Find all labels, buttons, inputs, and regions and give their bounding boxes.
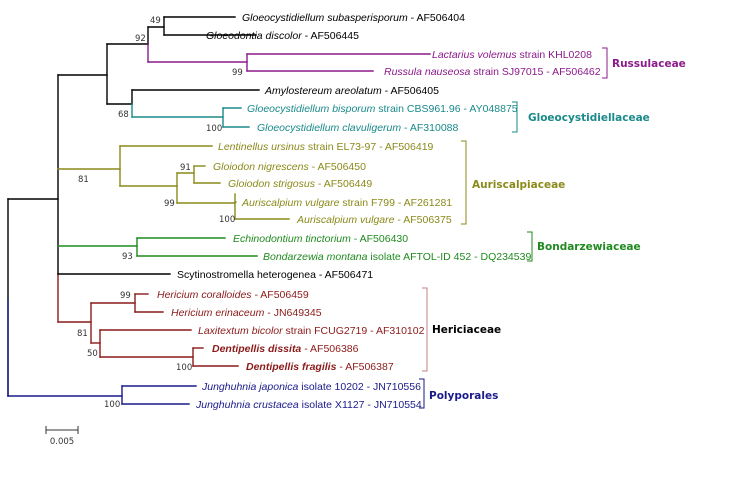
bootstrap-value: 91 [180, 163, 191, 173]
taxon-species-name: Lactarius volemus [432, 49, 517, 61]
bootstrap-value: 99 [232, 68, 243, 78]
taxon-accession: - AF506404 [408, 12, 465, 24]
taxon-species-name: Bondarzewia montana [263, 251, 368, 263]
taxon-label: Dentipellis dissita - AF506386 [212, 343, 359, 355]
taxon-species-name: Gloeodontia discolor [206, 30, 302, 42]
taxon-accession: - JN649345 [264, 307, 321, 319]
taxon-label: Amylostereum areolatum - AF506405 [264, 85, 439, 97]
clade-label: Auriscalpiaceae [472, 179, 565, 191]
scale-bar-label: 0.005 [50, 437, 74, 447]
taxon-species-name: Gloiodon strigosus [228, 178, 316, 190]
taxon-label: Hericium erinaceum - JN649345 [171, 307, 322, 319]
taxon-label: Bondarzewia montana isolate AFTOL-ID 452… [263, 251, 531, 263]
taxon-accession: - AF506375 [394, 214, 451, 226]
clade-bracket [512, 101, 518, 133]
taxon-species-name: Dentipellis fragilis [246, 361, 337, 373]
clade-label: Bondarzewiaceae [537, 241, 641, 253]
taxon-accession: - AF506405 [382, 85, 439, 97]
bootstrap-value: 49 [150, 16, 161, 26]
taxon-accession: strain EL73-97 - AF506419 [305, 141, 434, 153]
taxon-species-name: Dentipellis dissita [212, 343, 301, 355]
bootstrap-value: 81 [78, 175, 89, 185]
taxon-label: Gloiodon nigrescens - AF506450 [213, 161, 366, 173]
bootstrap-value: 93 [122, 252, 133, 262]
bootstrap-value: 100 [219, 215, 235, 225]
taxon-species-name: Gloeocystidiellum subasperisporum [242, 12, 408, 24]
taxon-accession: isolate 10202 - JN710556 [298, 381, 421, 393]
taxon-species-name: Amylostereum areolatum [264, 85, 382, 97]
bootstrap-value: 68 [118, 110, 129, 120]
clade-label: Gloeocystidiellaceae [528, 112, 650, 124]
taxon-label: Gloiodon strigosus - AF506449 [228, 178, 372, 190]
taxon-accession: strain SJ97015 - AF506462 [470, 66, 600, 78]
taxon-label: Hericium coralloides - AF506459 [157, 289, 309, 301]
bootstrap-value: 81 [77, 329, 88, 339]
clade-label: Polyporales [429, 390, 498, 402]
taxon-label: Junghuhnia crustacea isolate X1127 - JN7… [195, 399, 422, 411]
taxon-accession: - AF506430 [351, 233, 408, 245]
taxon-species-name: Russula nauseosa [384, 66, 471, 78]
bootstrap-value: 99 [120, 291, 131, 301]
taxon-species-name: Junghuhnia crustacea [195, 399, 299, 411]
taxon-label: Gloeodontia discolor - AF506445 [206, 30, 359, 42]
clade-label: Russulaceae [612, 58, 686, 70]
taxon-label: Laxitextum bicolor strain FCUG2719 - AF3… [198, 325, 425, 337]
clade-bracket [527, 231, 533, 262]
taxon-accession: strain FCUG2719 - AF310102 [283, 325, 425, 337]
taxon-label: Scytinostromella heterogenea - AF506471 [177, 269, 373, 281]
taxon-label: Gloeocystidiellum clavuligerum - AF31008… [257, 122, 459, 134]
clade-bracket [461, 140, 467, 225]
taxon-species-name: Hericium coralloides [157, 289, 252, 301]
taxon-accession: - AF506386 [301, 343, 358, 355]
bootstrap-value: 92 [135, 34, 146, 44]
taxon-label: Auriscalpium vulgare - AF506375 [296, 214, 452, 226]
bootstrap-value: 100 [104, 400, 120, 410]
taxon-species-name: Gloiodon nigrescens [213, 161, 309, 173]
taxon-accession: - AF310088 [401, 122, 458, 134]
taxon-species-name: Echinodontium tinctorium [233, 233, 351, 245]
taxon-label: Gloeocystidiellum subasperisporum - AF50… [242, 12, 465, 24]
bootstrap-value: 50 [87, 349, 98, 359]
taxon-species-name: Auriscalpium vulgare [241, 197, 340, 209]
bootstrap-value: 99 [164, 199, 175, 209]
taxon-accession: strain CBS961.96 - AY048875 [375, 103, 517, 115]
bootstrap-value: 100 [206, 124, 222, 134]
taxon-label: Lactarius volemus strain KHL0208 [432, 49, 592, 61]
taxon-species-name: Lentinellus ursinus [218, 141, 306, 153]
taxon-label: Echinodontium tinctorium - AF506430 [233, 233, 408, 245]
clade-label: Hericiaceae [432, 324, 501, 336]
taxon-accession: isolate AFTOL-ID 452 - DQ234539 [367, 251, 531, 263]
taxon-label: Lentinellus ursinus strain EL73-97 - AF5… [218, 141, 434, 153]
taxon-label: Junghuhnia japonica isolate 10202 - JN71… [201, 381, 421, 393]
taxon-accession: - AF506445 [302, 30, 359, 42]
taxon-label: Russula nauseosa strain SJ97015 - AF5064… [384, 66, 601, 78]
taxon-accession: Scytinostromella heterogenea - AF506471 [177, 269, 373, 281]
taxon-label: Dentipellis fragilis - AF506387 [246, 361, 394, 373]
clade-bracket [419, 378, 425, 409]
taxon-label: Gloeocystidiellum bisporum strain CBS961… [247, 103, 518, 115]
taxon-accession: - AF506450 [309, 161, 366, 173]
bootstrap-value: 100 [176, 363, 192, 373]
taxon-accession: isolate X1127 - JN710554 [299, 399, 422, 411]
taxon-species-name: Gloeocystidiellum clavuligerum [257, 122, 401, 134]
taxon-species-name: Laxitextum bicolor [198, 325, 283, 337]
taxon-species-name: Hericium erinaceum [171, 307, 265, 319]
taxon-species-name: Junghuhnia japonica [201, 381, 298, 393]
taxon-accession: strain F799 - AF261281 [339, 197, 452, 209]
clade-bracket [602, 47, 608, 79]
taxon-species-name: Auriscalpium vulgare [296, 214, 395, 226]
taxon-accession: - AF506459 [252, 289, 309, 301]
taxon-accession: strain KHL0208 [517, 49, 592, 61]
taxon-species-name: Gloeocystidiellum bisporum [247, 103, 376, 115]
taxon-label: Auriscalpium vulgare strain F799 - AF261… [241, 197, 452, 209]
taxon-accession: - AF506449 [315, 178, 372, 190]
clade-bracket [422, 287, 428, 372]
taxon-accession: - AF506387 [336, 361, 393, 373]
